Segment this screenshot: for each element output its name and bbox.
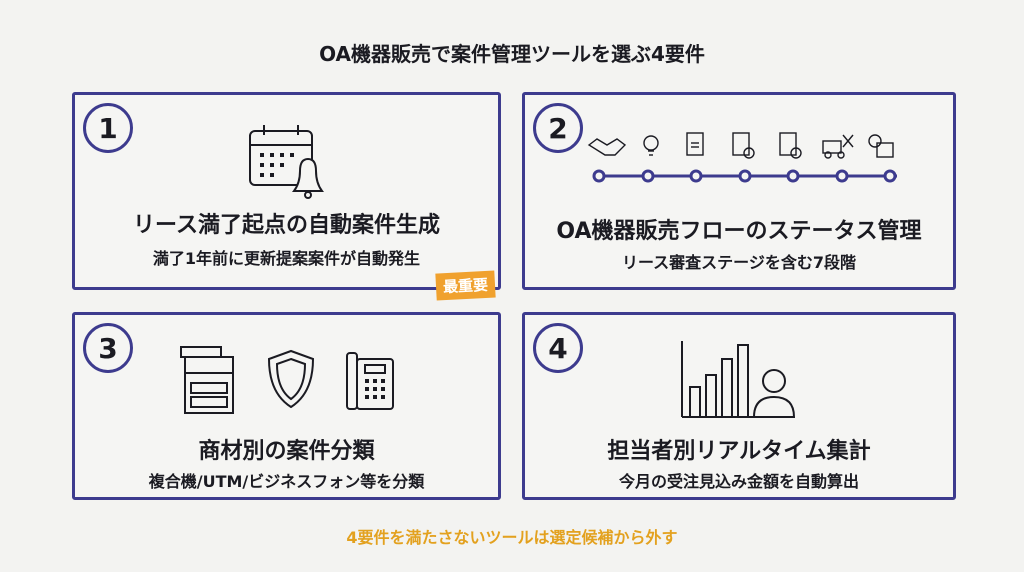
document-icon: [686, 132, 704, 156]
card-subtitle: 複合機/UTM/ビジネスフォン等を分類: [148, 472, 425, 491]
truck-tools-icon: [822, 134, 854, 159]
number-badge: 2: [533, 103, 583, 153]
gear-calendar-icon: [868, 134, 894, 158]
number-badge: 3: [83, 323, 133, 373]
stage-timeline: [587, 132, 897, 183]
card-subtitle: リース審査ステージを含む7段階: [621, 253, 856, 272]
card-3: 3 商材別の案件分類 複合機/UTM/ビジネスフォン等を分類: [72, 312, 501, 500]
number-badge: 1: [83, 103, 133, 153]
card-subtitle: 満了1年前に更新提案案件が自動発生: [152, 249, 421, 268]
footer-note: 4要件を満たさないツールは選定候補から外す: [346, 528, 678, 547]
icon-row: [75, 121, 498, 201]
stage-node: [786, 169, 800, 183]
business-phone-icon: [345, 352, 394, 410]
priority-badge: 最重要: [435, 270, 496, 301]
card-subtitle: 今月の受注見込み金額を自動算出: [618, 472, 859, 491]
document-check-icon: [779, 132, 802, 159]
card-title: OA機器販売フローのステータス管理: [556, 219, 922, 244]
card-title: リース満了起点の自動案件生成: [133, 213, 440, 238]
document-clock-icon: [732, 132, 755, 159]
handshake-icon: [587, 138, 627, 156]
page-title: OA機器販売で案件管理ツールを選ぶ4要件: [319, 42, 705, 66]
card-2: 2 OA機器販売フローのステータス管理 リース審査ステージを含む7段階: [522, 92, 956, 290]
stage-node: [883, 169, 897, 183]
stage-node: [689, 169, 703, 183]
calendar-bell-icon: [248, 125, 324, 199]
stage-node: [738, 169, 752, 183]
stage-node: [641, 169, 655, 183]
card-1: 1 リース満了起点の自動案件生成 満了1年前に更新提案案件が自動発生: [72, 92, 501, 290]
card-4: 4 担当者別リアルタイム集計 今月の受注見込み金額を自動算出: [522, 312, 956, 500]
card-title: 商材別の案件分類: [198, 439, 375, 464]
stage-node: [592, 169, 606, 183]
icon-row: [75, 343, 498, 417]
stage-node: [835, 169, 849, 183]
copier-icon: [179, 346, 234, 414]
number-badge: 4: [533, 323, 583, 373]
card-title: 担当者別リアルタイム集計: [607, 439, 871, 464]
icon-row: [525, 337, 953, 423]
bar-chart-person-icon: [681, 341, 796, 418]
shield-icon: [267, 349, 314, 409]
lightbulb-icon: [643, 135, 659, 156]
